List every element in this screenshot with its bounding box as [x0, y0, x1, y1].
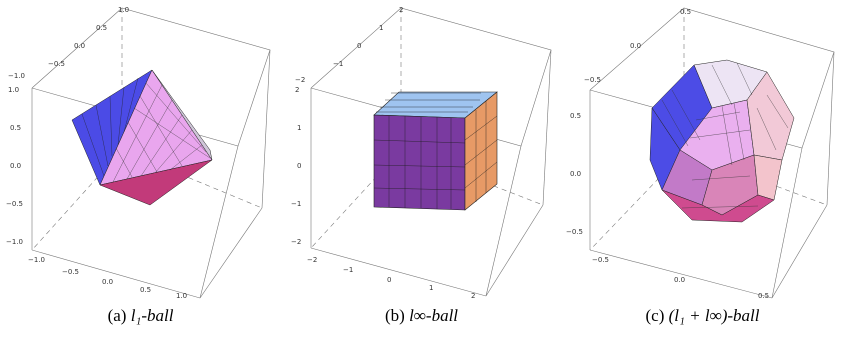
caption-c: (c) (l₁ + l∞)-ball: [562, 306, 843, 326]
svg-text:−1.0: −1.0: [6, 238, 23, 246]
svg-text:0.5: 0.5: [10, 124, 21, 132]
panel-l1-ball: 1.0 0.5 0.0 −0.5 −1.0 1.0 0.5 0.0 −0.5 −…: [0, 0, 281, 347]
caption-b: (b) l∞-ball: [281, 306, 562, 326]
l1-ticks-top: 1.0 0.5 0.0 −0.5 −1.0: [8, 6, 129, 80]
svg-text:0.5: 0.5: [758, 292, 769, 300]
svg-text:−2: −2: [307, 256, 317, 264]
mix-ticks-bottom: −0.5 0.0 0.5: [592, 256, 769, 300]
caption-tag: (a): [107, 306, 131, 325]
svg-text:2: 2: [399, 6, 403, 14]
svg-text:−0.5: −0.5: [584, 76, 601, 84]
svg-text:0: 0: [387, 276, 391, 284]
svg-text:−2: −2: [295, 76, 305, 84]
svg-text:−1: −1: [333, 60, 343, 68]
l1-octahedron: [71, 69, 213, 206]
svg-text:0.0: 0.0: [74, 42, 85, 50]
svg-text:1: 1: [297, 124, 301, 132]
panel-l1-plus-linf-ball: 0.5 0.0 −0.5 0.5 0.0 −0.5 −0.5 0.0 0.5 (…: [562, 0, 843, 347]
polytope-face-lower-right: [753, 154, 783, 201]
cube-face-front: [373, 114, 466, 211]
svg-text:0.0: 0.0: [10, 162, 21, 170]
caption-a: (a) l₁-ball: [0, 306, 281, 326]
svg-text:0.5: 0.5: [140, 286, 151, 294]
polytope: [649, 59, 795, 223]
svg-text:−1: −1: [291, 200, 301, 208]
svg-text:−1.0: −1.0: [8, 72, 25, 80]
caption-tag: (b): [384, 306, 410, 325]
svg-text:−0.5: −0.5: [6, 200, 23, 208]
octahedron-face-bottom: [99, 159, 213, 206]
panel-linf-ball: 2 1 0 −1 −2 2 1 0 −1 −2 −2 −1 0 1 2 (b) …: [281, 0, 562, 347]
svg-text:0.5: 0.5: [570, 112, 581, 120]
linf-ball-plot: 2 1 0 −1 −2 2 1 0 −1 −2 −2 −1 0 1 2: [291, 6, 552, 300]
mix-ticks-top: 0.5 0.0 −0.5: [584, 8, 691, 84]
l1-plus-linf-ball-plot: 0.5 0.0 −0.5 0.5 0.0 −0.5 −0.5 0.0 0.5: [566, 7, 835, 300]
svg-text:2: 2: [471, 292, 475, 300]
svg-text:1.0: 1.0: [8, 86, 19, 94]
svg-text:−2: −2: [291, 238, 301, 246]
mix-ticks-left: 0.5 0.0 −0.5: [566, 112, 583, 236]
svg-text:−0.5: −0.5: [62, 268, 79, 276]
svg-text:1: 1: [379, 24, 383, 32]
linf-cube: [373, 91, 498, 211]
svg-text:1.0: 1.0: [118, 6, 129, 14]
svg-text:−1: −1: [343, 266, 353, 274]
svg-text:−1.0: −1.0: [28, 256, 45, 264]
svg-text:−0.5: −0.5: [48, 60, 65, 68]
svg-text:0.0: 0.0: [570, 170, 581, 178]
linf-ticks-top: 2 1 0 −1 −2: [295, 6, 403, 84]
l1-ticks-left: 1.0 0.5 0.0 −0.5 −1.0: [6, 86, 23, 246]
svg-text:1.0: 1.0: [176, 292, 187, 300]
caption-tag: (c): [645, 306, 669, 325]
caption-math: l₁-ball: [130, 306, 174, 325]
polytope-face-right-light: [746, 71, 795, 161]
linf-ticks-bottom: −2 −1 0 1 2: [307, 256, 475, 300]
l1-ticks-bottom: −1.0 −0.5 0.0 0.5 1.0: [28, 256, 187, 300]
l1-ball-plot: 1.0 0.5 0.0 −0.5 −1.0 1.0 0.5 0.0 −0.5 −…: [6, 6, 271, 300]
svg-text:2: 2: [295, 86, 299, 94]
linf-ticks-left: 2 1 0 −1 −2: [291, 86, 301, 246]
svg-text:0: 0: [357, 42, 361, 50]
svg-text:−0.5: −0.5: [592, 256, 609, 264]
svg-text:−0.5: −0.5: [566, 228, 583, 236]
cube-face-side: [464, 91, 498, 211]
svg-text:0.5: 0.5: [680, 8, 691, 16]
caption-math: l∞-ball: [409, 306, 459, 325]
caption-math: (l₁ + l∞)-ball: [668, 306, 760, 325]
polytope-face-bottom: [661, 189, 775, 223]
svg-text:0: 0: [297, 162, 301, 170]
svg-text:0.0: 0.0: [630, 42, 641, 50]
svg-text:1: 1: [429, 284, 433, 292]
svg-text:0.5: 0.5: [96, 24, 107, 32]
svg-text:0.0: 0.0: [102, 278, 113, 286]
svg-text:0.0: 0.0: [674, 276, 685, 284]
